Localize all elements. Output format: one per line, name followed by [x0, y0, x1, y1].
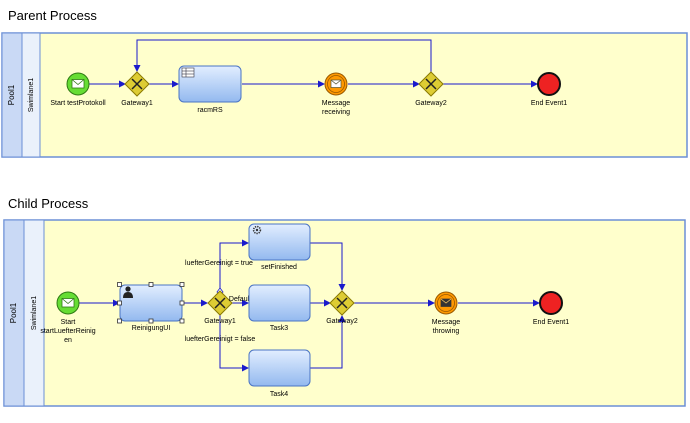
parent-gateway1[interactable]: [124, 71, 150, 97]
child-message-label-1: Message: [432, 319, 461, 326]
child-task-reinigungui-label: ReinigungUI: [132, 325, 171, 332]
parent-message-label-1: Message: [322, 100, 351, 107]
condition-true-label: luefterGereinigt = true: [185, 260, 253, 267]
child-task-setfinished-label: setFinished: [261, 264, 297, 271]
parent-process-title: Parent Process: [8, 8, 97, 23]
child-gateway1[interactable]: [207, 290, 233, 316]
child-start-label-3: en: [64, 337, 72, 344]
child-message-throwing-event[interactable]: [434, 291, 458, 315]
child-task-reinigungui[interactable]: [117, 282, 185, 324]
child-gateway2[interactable]: [329, 290, 355, 316]
child-end-event[interactable]: [539, 291, 563, 315]
child-task4[interactable]: [248, 349, 311, 387]
child-pool-label: Pool1: [9, 302, 18, 323]
child-start-label-2: startLuefterReinig: [40, 328, 95, 335]
child-task3[interactable]: [248, 284, 311, 322]
gear-icon: [252, 225, 262, 235]
parent-message-receiving-event[interactable]: [324, 72, 348, 96]
child-process-title: Child Process: [8, 196, 89, 211]
parent-sequence-flows: [89, 39, 538, 88]
parent-end-event[interactable]: [537, 72, 561, 96]
parent-message-label-2: receiving: [322, 109, 350, 116]
selection-handles: [117, 282, 185, 324]
child-start-label-1: Start: [61, 319, 76, 326]
child-end-label: End Event1: [533, 319, 569, 326]
parent-gateway2[interactable]: [418, 71, 444, 97]
child-gateway1-label: Gateway1: [204, 318, 236, 325]
table-icon: [181, 67, 195, 78]
child-sequence-flows: [79, 239, 540, 372]
child-lane-label: Swimlane1: [31, 296, 38, 330]
child-start-event[interactable]: [56, 291, 80, 315]
parent-pool: Pool1 Swimlane1: [1, 32, 688, 158]
parent-start-event[interactable]: [66, 72, 90, 96]
child-task3-label: Task3: [270, 325, 288, 332]
parent-task-racmrs-label: racmRS: [197, 107, 223, 114]
parent-lane-label: Swimlane1: [28, 78, 35, 112]
condition-default-label: Default: [229, 296, 251, 303]
parent-end-label: End Event1: [531, 100, 567, 107]
child-gateway2-label: Gateway2: [326, 318, 358, 325]
user-icon: [123, 286, 133, 298]
child-task4-label: Task4: [270, 391, 288, 398]
parent-start-label: Start testProtokoll: [50, 100, 106, 107]
child-message-label-2: throwing: [433, 328, 460, 335]
child-task-setfinished[interactable]: [248, 223, 311, 261]
parent-gateway1-label: Gateway1: [121, 100, 153, 107]
parent-task-racmrs[interactable]: [178, 65, 242, 103]
parent-pool-label: Pool1: [7, 84, 16, 105]
condition-false-label: luefterGereinigt = false: [185, 336, 256, 343]
parent-gateway2-label: Gateway2: [415, 100, 447, 107]
